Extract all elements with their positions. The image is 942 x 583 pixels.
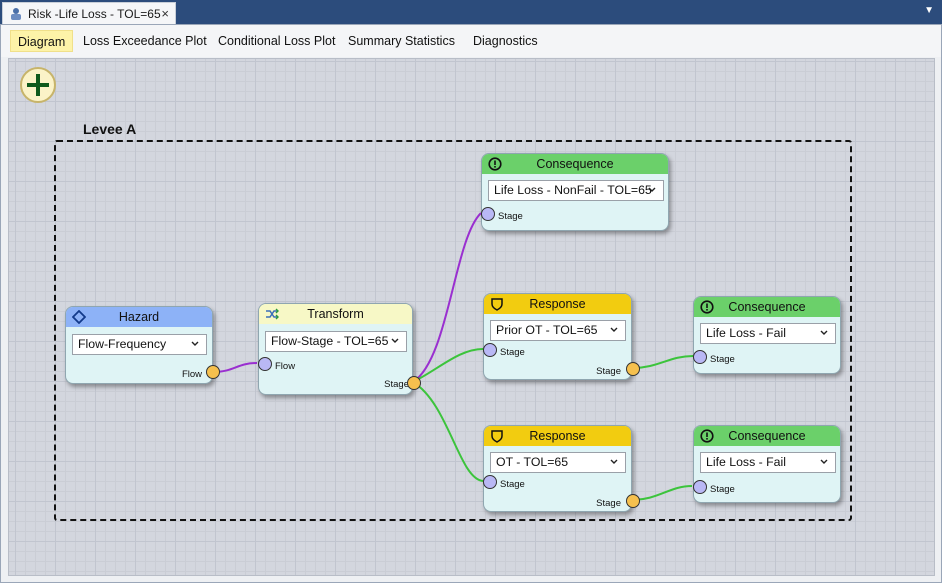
hazard-out-port[interactable] xyxy=(206,365,220,379)
response-ot-in-port[interactable] xyxy=(483,475,497,489)
close-tab-icon[interactable]: × xyxy=(161,6,169,21)
alert-circle-icon xyxy=(700,300,714,314)
chevron-down-icon xyxy=(610,327,618,332)
consequence-nonfail-header: Consequence xyxy=(482,154,668,174)
consequence-fail-node-1[interactable]: Consequence Life Loss - Fail Stage xyxy=(693,296,841,374)
consequence-fail-header-2: Consequence xyxy=(694,426,840,446)
diagram-canvas[interactable]: Levee A Hazard Flow-Frequency Flow xyxy=(8,58,935,576)
transform-in-port[interactable] xyxy=(258,357,272,371)
view-tabs: Diagram Loss Exceedance Plot Conditional… xyxy=(1,25,941,57)
consequence-nonfail-node[interactable]: Consequence Life Loss - NonFail - TOL=65… xyxy=(481,153,669,231)
tab-summary-statistics[interactable]: Summary Statistics xyxy=(348,34,455,48)
transform-node[interactable]: Transform Flow-Stage - TOL=65 Flow Stage xyxy=(258,303,421,395)
risk-window: Diagram Loss Exceedance Plot Conditional… xyxy=(0,24,942,583)
shield-icon xyxy=(491,298,503,311)
response-prior-ot-select-value: Prior OT - TOL=65 xyxy=(496,323,598,337)
chevron-down-icon xyxy=(191,341,199,346)
transform-select[interactable]: Flow-Stage - TOL=65 xyxy=(265,331,407,352)
hazard-select[interactable]: Flow-Frequency xyxy=(72,334,207,355)
document-tab[interactable]: Risk -Life Loss - TOL=65 × xyxy=(2,2,176,24)
consequence-fail-in-port-2[interactable] xyxy=(693,480,707,494)
shield-icon xyxy=(491,430,503,443)
chevron-down-icon xyxy=(820,330,828,335)
transform-out-port-label: Stage xyxy=(384,379,409,390)
document-tab-title: Risk -Life Loss - TOL=65 xyxy=(28,6,161,21)
response-prior-ot-in-port-label: Stage xyxy=(500,347,525,358)
consequence-fail-header-1: Consequence xyxy=(694,297,840,317)
consequence-nonfail-select-value: Life Loss - NonFail - TOL=65 xyxy=(494,183,652,197)
consequence-fail-select-value-2: Life Loss - Fail xyxy=(706,455,786,469)
response-prior-ot-out-port-label: Stage xyxy=(596,366,621,377)
tab-loss-exceedance-plot[interactable]: Loss Exceedance Plot xyxy=(83,34,207,48)
response-ot-out-port-label: Stage xyxy=(596,498,621,509)
transform-in-port-label: Flow xyxy=(275,361,296,372)
response-prior-ot-out-port[interactable] xyxy=(626,362,640,376)
response-ot-select[interactable]: OT - TOL=65 xyxy=(490,452,626,473)
consequence-nonfail-in-port-label: Stage xyxy=(498,211,523,222)
transform-title: Transform xyxy=(307,307,364,321)
response-ot-header: Response xyxy=(484,426,631,446)
consequence-fail-select-value-1: Life Loss - Fail xyxy=(706,326,786,340)
tab-diagnostics[interactable]: Diagnostics xyxy=(473,34,538,48)
hazard-header: Hazard xyxy=(66,307,212,327)
response-prior-ot-node[interactable]: Response Prior OT - TOL=65 Stage Stage xyxy=(483,293,640,380)
response-ot-title: Response xyxy=(529,429,586,443)
plus-icon xyxy=(27,74,49,96)
title-bar: Risk -Life Loss - TOL=65 × ▼ xyxy=(0,0,942,24)
diamond-icon xyxy=(72,310,86,324)
response-ot-node[interactable]: Response OT - TOL=65 Stage Stage xyxy=(483,425,640,512)
window-menu-dropdown-icon[interactable]: ▼ xyxy=(924,5,934,16)
consequence-fail-title-2: Consequence xyxy=(728,429,806,443)
consequence-fail-select-2[interactable]: Life Loss - Fail xyxy=(700,452,836,473)
hazard-title: Hazard xyxy=(118,310,160,324)
group-boundary[interactable] xyxy=(54,140,852,521)
consequence-fail-in-port-label-1: Stage xyxy=(710,354,735,365)
alert-circle-icon xyxy=(700,429,714,443)
response-prior-ot-header: Response xyxy=(484,294,631,314)
consequence-fail-in-port-label-2: Stage xyxy=(710,484,735,495)
alert-circle-icon xyxy=(488,157,502,171)
shuffle-icon xyxy=(266,308,279,320)
hazard-select-value: Flow-Frequency xyxy=(78,337,167,351)
consequence-nonfail-in-port[interactable] xyxy=(481,207,495,221)
response-ot-select-value: OT - TOL=65 xyxy=(496,455,569,469)
hazard-out-port-label: Flow xyxy=(181,369,202,380)
consequence-fail-select-1[interactable]: Life Loss - Fail xyxy=(700,323,836,344)
tab-diagram[interactable]: Diagram xyxy=(10,30,74,52)
response-prior-ot-in-port[interactable] xyxy=(483,343,497,357)
chevron-down-icon xyxy=(648,187,656,192)
transform-header: Transform xyxy=(259,304,412,324)
response-ot-in-port-label: Stage xyxy=(500,479,525,490)
add-node-button[interactable] xyxy=(20,67,56,103)
consequence-nonfail-title: Consequence xyxy=(536,157,614,171)
consequence-fail-in-port-1[interactable] xyxy=(693,350,707,364)
group-label: Levee A xyxy=(83,121,137,137)
response-prior-ot-select[interactable]: Prior OT - TOL=65 xyxy=(490,320,626,341)
consequence-fail-node-2[interactable]: Consequence Life Loss - Fail Stage xyxy=(693,425,841,503)
response-prior-ot-title: Response xyxy=(529,297,586,311)
consequence-fail-title-1: Consequence xyxy=(728,300,806,314)
chevron-down-icon xyxy=(820,459,828,464)
chevron-down-icon xyxy=(391,338,399,343)
transform-select-value: Flow-Stage - TOL=65 xyxy=(271,334,389,348)
hazard-node[interactable]: Hazard Flow-Frequency Flow xyxy=(65,306,220,384)
tab-conditional-loss-plot[interactable]: Conditional Loss Plot xyxy=(218,34,336,48)
consequence-nonfail-select[interactable]: Life Loss - NonFail - TOL=65 xyxy=(488,180,664,201)
risk-icon xyxy=(11,7,21,20)
transform-out-port[interactable] xyxy=(407,376,421,390)
chevron-down-icon xyxy=(610,459,618,464)
response-ot-out-port[interactable] xyxy=(626,494,640,508)
